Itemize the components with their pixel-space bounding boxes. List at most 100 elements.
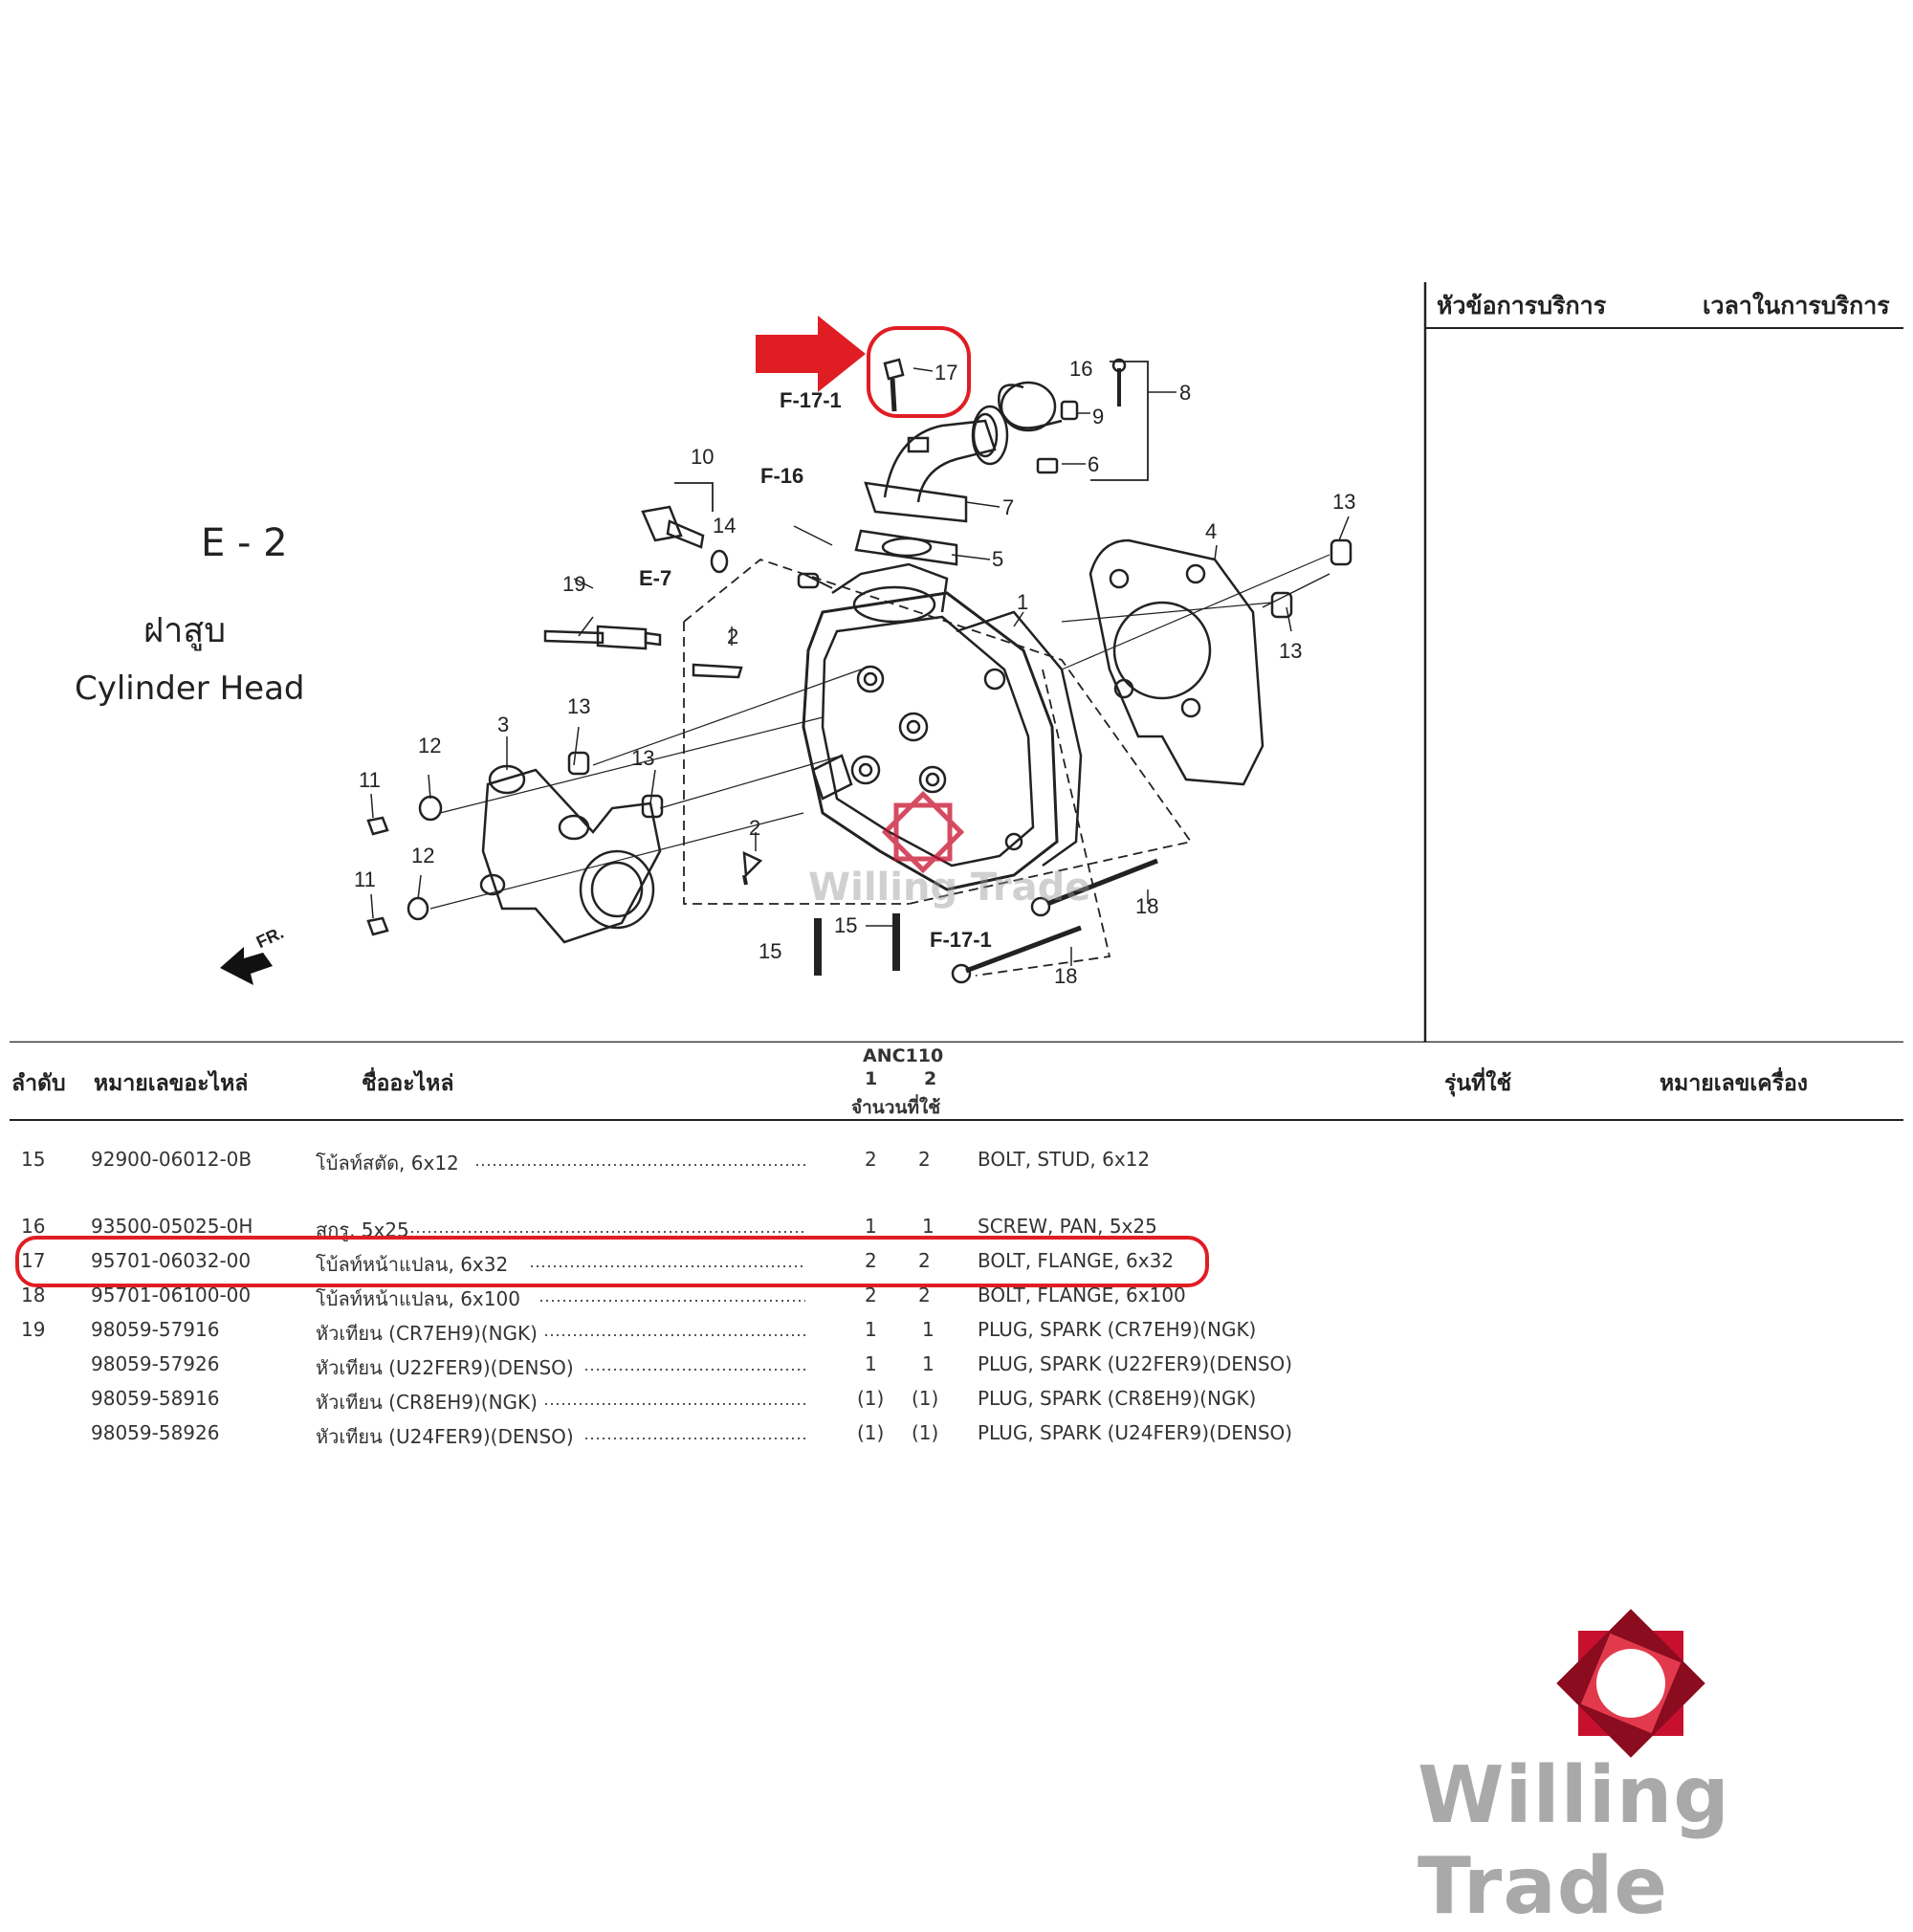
row-name-thai: หัวเทียน (U24FER9)(DENSO) (316, 1425, 574, 1448)
callout-number: 4 (1205, 519, 1218, 543)
row-name-english: PLUG, SPARK (CR7EH9)(NGK) (978, 1318, 1257, 1341)
callout-number: 15 (834, 913, 858, 937)
row-qty-1: 1 (865, 1215, 877, 1238)
row-qty-2: 2 (918, 1249, 931, 1272)
diagram-title-english: Cylinder Head (75, 670, 305, 708)
callout-number: 16 (1069, 357, 1093, 381)
watermark-text: Willing Trade (808, 866, 1091, 910)
highlight-circle-part-17 (867, 326, 971, 418)
diagram-code: E - 2 (201, 521, 288, 565)
intake-gasket-part (854, 529, 958, 566)
callout-number: 13 (567, 694, 591, 718)
ref-label: E-7 (639, 566, 672, 590)
exploded-parts-diagram (10, 282, 1903, 1043)
row-part-number: 98059-58926 (91, 1421, 220, 1444)
callout-number: 2 (749, 816, 761, 840)
row-qty-1: 2 (865, 1249, 877, 1272)
qty-col-1-header: 1 (865, 1068, 878, 1089)
row-part-number: 92900-06012-0B (91, 1148, 253, 1171)
service-time-header: เวลาในการบริการ (1703, 292, 1890, 319)
qty-col-2-header: 2 (924, 1068, 937, 1089)
callout-number: 18 (1135, 894, 1159, 918)
camshaft-holder-part (479, 764, 662, 944)
clamp-band-part (998, 358, 1149, 481)
cylinder-head-part (797, 562, 1083, 891)
row-index: 15 (21, 1148, 46, 1171)
row-name-english: PLUG, SPARK (CR8EH9)(NGK) (978, 1387, 1257, 1410)
row-name-english: BOLT, FLANGE, 6x100 (978, 1284, 1186, 1306)
head-gasket-part (1088, 538, 1264, 786)
row-part-number: 95701-06032-00 (91, 1249, 252, 1272)
row-name-english: SCREW, PAN, 5x25 (978, 1215, 1157, 1238)
row-name-thai: โบ้ลท์หน้าแปลน, 6x100 (316, 1287, 520, 1310)
callout-number: 6 (1088, 452, 1100, 476)
callout-number: 14 (713, 514, 737, 538)
row-part-number: 98059-57926 (91, 1352, 220, 1375)
row-qty-1: (1) (857, 1421, 885, 1444)
highlight-row-17 (15, 1236, 1209, 1287)
row-qty-2: 2 (918, 1284, 931, 1306)
row-name-thai: หัวเทียน (CR8EH9)(NGK) (316, 1391, 538, 1414)
index-header: ลำดับ (11, 1071, 66, 1096)
row-name-thai: โบ้ลท์หน้าแปลน, 6x32 (316, 1253, 509, 1276)
engine-number-header: หมายเลขเครื่อง (1660, 1071, 1809, 1096)
row-name-english: BOLT, FLANGE, 6x32 (978, 1249, 1175, 1272)
callout-number: 13 (1332, 490, 1356, 514)
flange-bolt-17-part (883, 358, 905, 412)
row-name-english: PLUG, SPARK (U24FER9)(DENSO) (978, 1421, 1293, 1444)
model-header: ANC110 (863, 1045, 944, 1066)
part-number-header: หมายเลขอะไหล่ (94, 1071, 249, 1096)
callout-number: 8 (1179, 381, 1192, 405)
callout-number: 13 (631, 746, 655, 770)
callout-number: 7 (1002, 495, 1015, 519)
row-qty-2: 2 (918, 1148, 931, 1171)
callout-number: 18 (1054, 964, 1078, 988)
spark-plug-part (543, 625, 662, 650)
row-index: 16 (21, 1215, 46, 1238)
row-qty-2: (1) (912, 1421, 939, 1444)
row-part-number: 98059-58916 (91, 1387, 220, 1410)
row-qty-1: 2 (865, 1148, 877, 1171)
row-name-thai: หัวเทียน (CR7EH9)(NGK) (316, 1322, 538, 1345)
row-qty-1: 1 (865, 1318, 877, 1341)
highlight-arrow (756, 316, 866, 392)
row-part-number: 98059-57916 (91, 1318, 220, 1341)
callout-number: 12 (418, 734, 442, 757)
callout-number: 9 (1092, 405, 1105, 428)
model-used-header: รุ่นที่ใช้ (1444, 1071, 1512, 1096)
callout-number: 17 (935, 361, 958, 384)
row-qty-2: 1 (922, 1318, 935, 1341)
row-name-thai: โบ้ลท์สตัด, 6x12 (316, 1152, 459, 1175)
row-name-english: BOLT, STUD, 6x12 (978, 1148, 1151, 1171)
row-name-thai: หัวเทียน (U22FER9)(DENSO) (316, 1356, 574, 1379)
row-qty-2: (1) (912, 1387, 939, 1410)
row-index: 18 (21, 1284, 46, 1306)
row-part-number: 95701-06100-00 (91, 1284, 252, 1306)
part-name-header: ชื่ออะไหล่ (362, 1071, 454, 1096)
front-direction-icon (220, 947, 273, 985)
callout-number: 15 (759, 939, 782, 963)
temperature-sensor-part (641, 482, 729, 574)
callout-number: 10 (691, 445, 715, 469)
row-qty-2: 1 (922, 1352, 935, 1375)
watermark-logo-icon (881, 790, 965, 874)
ref-label: F-17-1 (930, 928, 992, 952)
callout-number: 12 (411, 844, 435, 867)
callout-number: 2 (727, 625, 739, 648)
row-qty-1: (1) (857, 1387, 885, 1410)
callout-number: 11 (354, 867, 376, 891)
ref-label: F-17-1 (780, 388, 842, 412)
row-part-number: 93500-05025-0H (91, 1215, 253, 1238)
table-header-rule (10, 1119, 1903, 1121)
willing-trade-logo-icon (1556, 1609, 1705, 1758)
callout-number: 3 (497, 713, 510, 736)
intake-pipe-part (864, 405, 1009, 523)
logo-text: Willing Trade (1418, 1750, 1730, 1932)
callout-number: 19 (562, 572, 586, 596)
row-qty-2: 1 (922, 1215, 935, 1238)
row-index: 19 (21, 1318, 46, 1341)
callout-number: 1 (1017, 590, 1029, 614)
row-name-english: PLUG, SPARK (U22FER9)(DENSO) (978, 1352, 1293, 1375)
callout-number: 11 (359, 768, 381, 792)
